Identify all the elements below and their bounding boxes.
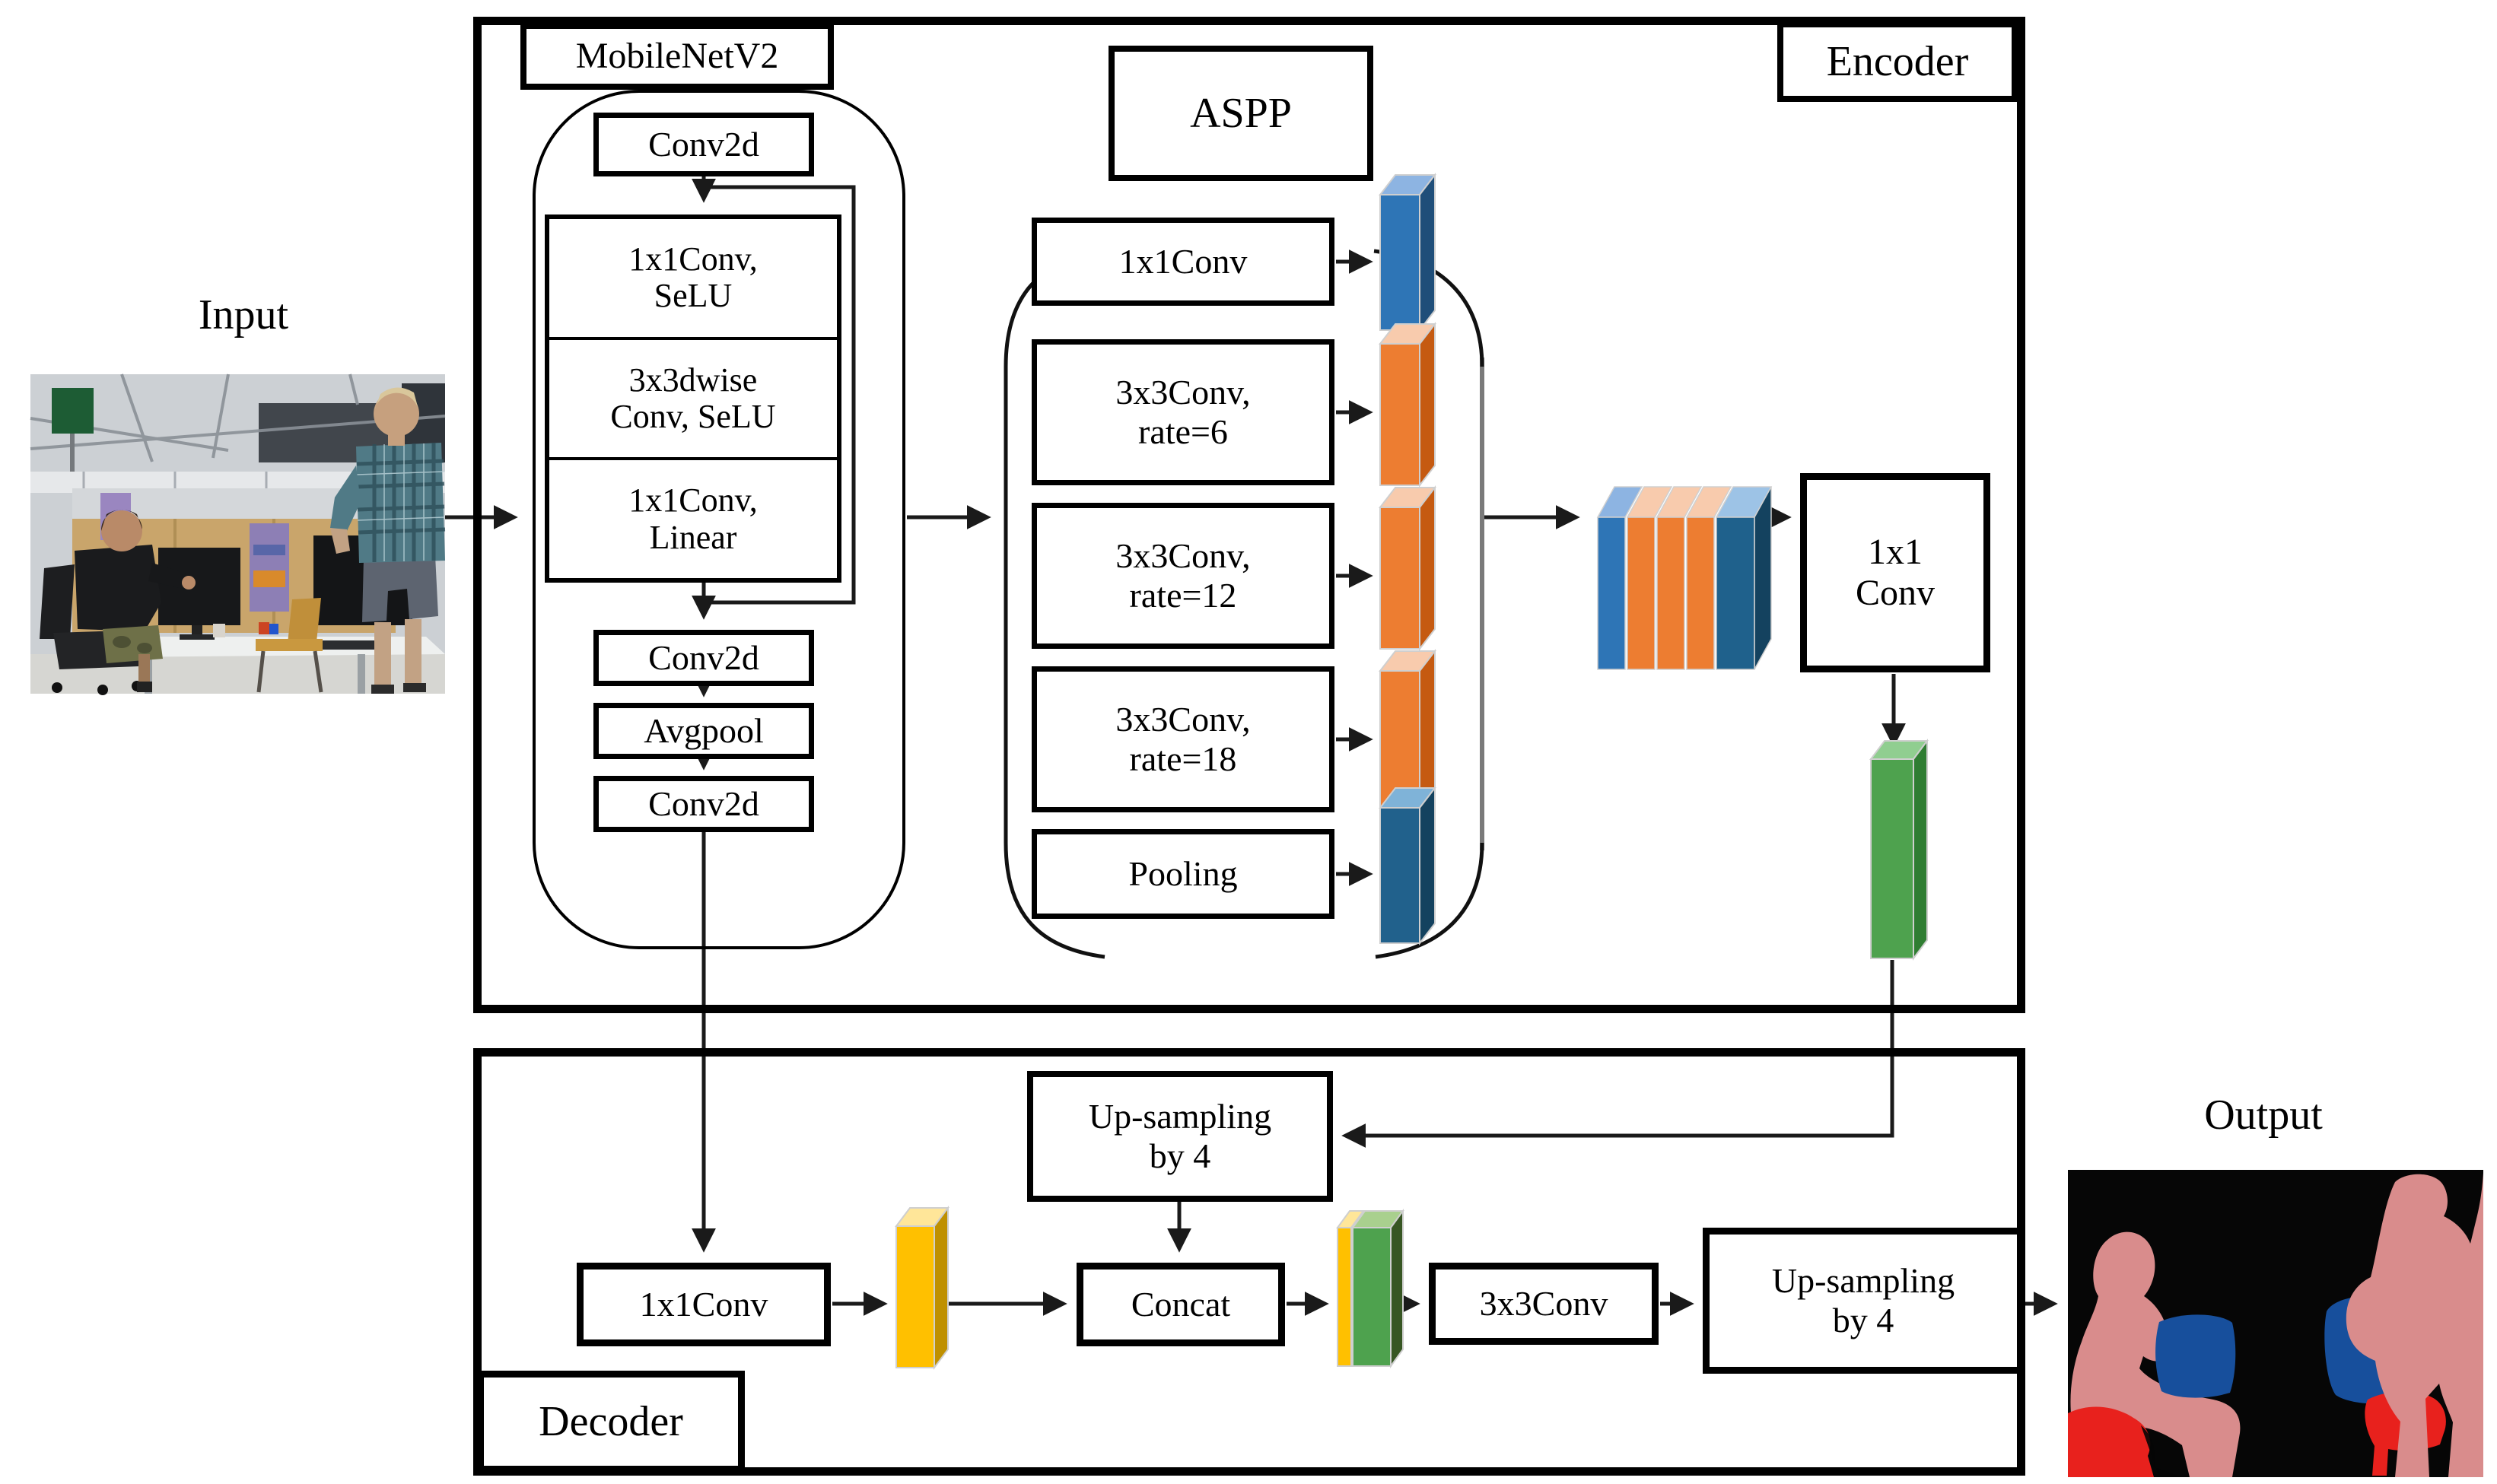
output-segmentation <box>2068 1170 2483 1477</box>
projection-conv-box: 1x1 Conv <box>1800 473 1990 672</box>
aspp-right-bracket-bottom <box>1375 842 1484 959</box>
feature-slab-blue <box>1378 173 1437 332</box>
aspp-branch-rate12: 3x3Conv, rate=12 <box>1032 503 1334 649</box>
input-label: Input <box>198 291 289 338</box>
refine-conv-box: 3x3Conv <box>1429 1263 1659 1345</box>
lowlevel-conv-box: 1x1Conv <box>577 1263 831 1346</box>
concat-feature-stack <box>1596 486 1773 670</box>
aspp-branch-pooling: Pooling <box>1032 829 1334 919</box>
upsample-final-box: Up-sampling by 4 <box>1703 1228 2024 1374</box>
conv2-box: Conv2d <box>593 630 814 686</box>
conv3-box: Conv2d <box>593 776 814 832</box>
encoder-output-slab <box>1869 739 1929 961</box>
concat-box: Concat <box>1077 1263 1285 1346</box>
avgpool-box: Avgpool <box>593 703 814 759</box>
upsample-top-box: Up-sampling by 4 <box>1027 1071 1333 1202</box>
flow-arrows <box>445 176 2058 1317</box>
residual-skip-line <box>704 185 856 605</box>
concat-output-slab <box>1336 1208 1404 1369</box>
aspp-title-box: ASPP <box>1109 46 1373 181</box>
feature-slab-orange-r6 <box>1378 322 1437 488</box>
encoder-label-box: Encoder <box>1777 21 2018 102</box>
mobilenet-title-box: MobileNetV2 <box>520 23 834 90</box>
output-label: Output <box>2204 1092 2323 1139</box>
mobilenet-pill <box>533 90 905 949</box>
feature-slab-orange-r12 <box>1378 485 1437 651</box>
encoder-container <box>473 17 2025 1013</box>
feature-slab-pool <box>1378 786 1437 945</box>
aspp-feature-slabs <box>1378 173 1437 945</box>
input-photo <box>30 373 446 695</box>
aspp-branch-rate18: 3x3Conv, rate=18 <box>1032 666 1334 812</box>
decoder-label-box: Decoder <box>477 1371 745 1473</box>
bottleneck-row-3: 1x1Conv, Linear <box>549 457 837 578</box>
encoder-to-upsample-line <box>1341 960 1894 1149</box>
aspp-branch-rate6: 3x3Conv, rate=6 <box>1032 339 1334 485</box>
lowlevel-feature-slab <box>895 1206 949 1370</box>
stem-conv-box: Conv2d <box>593 113 814 176</box>
bottleneck-row-2: 3x3dwise Conv, SeLU <box>549 336 837 458</box>
aspp-branch-1x1: 1x1Conv <box>1032 218 1334 306</box>
bottleneck-row-1: 1x1Conv, SeLU <box>628 240 758 315</box>
inverted-residual-stack: 1x1Conv, SeLU 3x3dwise Conv, SeLU 1x1Con… <box>545 214 841 583</box>
